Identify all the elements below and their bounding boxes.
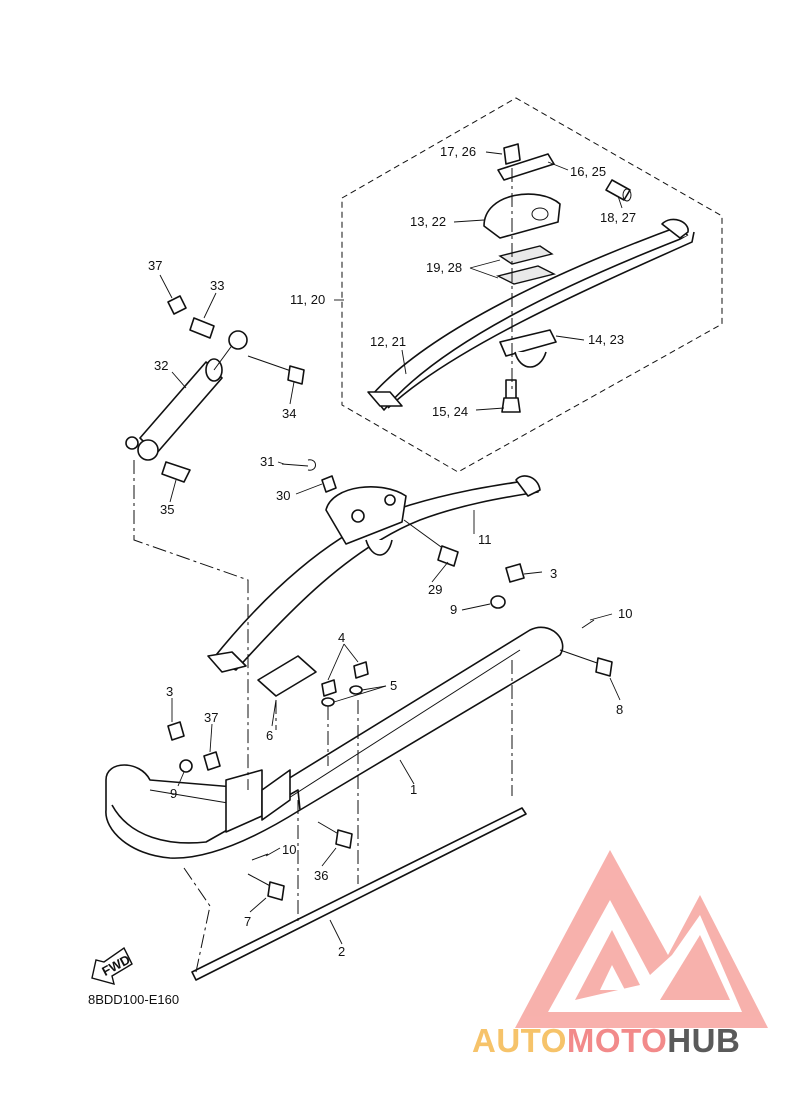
brand-part-1: AUTO: [472, 1022, 567, 1059]
callout-37-upper: 37: [148, 258, 162, 273]
brand-part-3: HUB: [667, 1022, 741, 1059]
callout-9-right: 9: [450, 602, 457, 617]
callout-3-right: 3: [550, 566, 557, 581]
callout-6: 6: [266, 728, 273, 743]
callout-29: 29: [428, 582, 442, 597]
callout-12-21: 12, 21: [370, 334, 406, 349]
callout-11: 11: [478, 532, 492, 547]
assembly-lines: [133, 168, 513, 973]
callout-7: 7: [244, 914, 251, 929]
diagram-code: 8BDD100-E160: [88, 992, 180, 1007]
callout-31: 31: [260, 454, 274, 469]
main-leaf-spring: [207, 459, 541, 673]
fwd-arrow-icon: FWD: [91, 946, 133, 985]
callout-2: 2: [338, 944, 345, 959]
callout-1: 1: [410, 782, 417, 797]
watermark-logo: [515, 850, 768, 1028]
callout-10-right: 10: [618, 606, 632, 621]
callout-34: 34: [282, 406, 296, 421]
callout-11-20: 11, 20: [290, 292, 325, 307]
callout-3-left: 3: [166, 684, 173, 699]
fwd-label: FWD: [99, 952, 132, 979]
callout-19-28: 19, 28: [426, 260, 462, 275]
callout-labels: 17, 26 16, 25 18, 27 13, 22 19, 28 11, 2…: [148, 144, 636, 959]
callout-18-27: 18, 27: [600, 210, 636, 225]
callout-32: 32: [154, 358, 168, 373]
leader-lines: [159, 151, 623, 945]
subassembly-box: [341, 97, 723, 473]
callout-37-lower: 37: [204, 710, 218, 725]
brand-logo-text: AUTOMOTOHUB: [472, 1022, 740, 1060]
callout-4: 4: [338, 630, 345, 645]
callout-5: 5: [390, 678, 397, 693]
callout-17-26: 17, 26: [440, 144, 476, 159]
callout-9-left: 9: [170, 786, 177, 801]
ski: [105, 563, 613, 981]
callout-33: 33: [210, 278, 224, 293]
callout-14-23: 14, 23: [588, 332, 624, 347]
callout-13-22: 13, 22: [410, 214, 446, 229]
callout-35: 35: [160, 502, 174, 517]
callout-8: 8: [616, 702, 623, 717]
callout-36: 36: [314, 868, 328, 883]
leaf-spring-detail: [367, 143, 695, 413]
brand-part-2: MOTO: [566, 1022, 668, 1059]
callout-10-left: 10: [282, 842, 296, 857]
shock-absorber: [125, 295, 305, 483]
callout-16-25: 16, 25: [570, 164, 606, 179]
callout-30: 30: [276, 488, 290, 503]
callout-15-24: 15, 24: [432, 404, 468, 419]
